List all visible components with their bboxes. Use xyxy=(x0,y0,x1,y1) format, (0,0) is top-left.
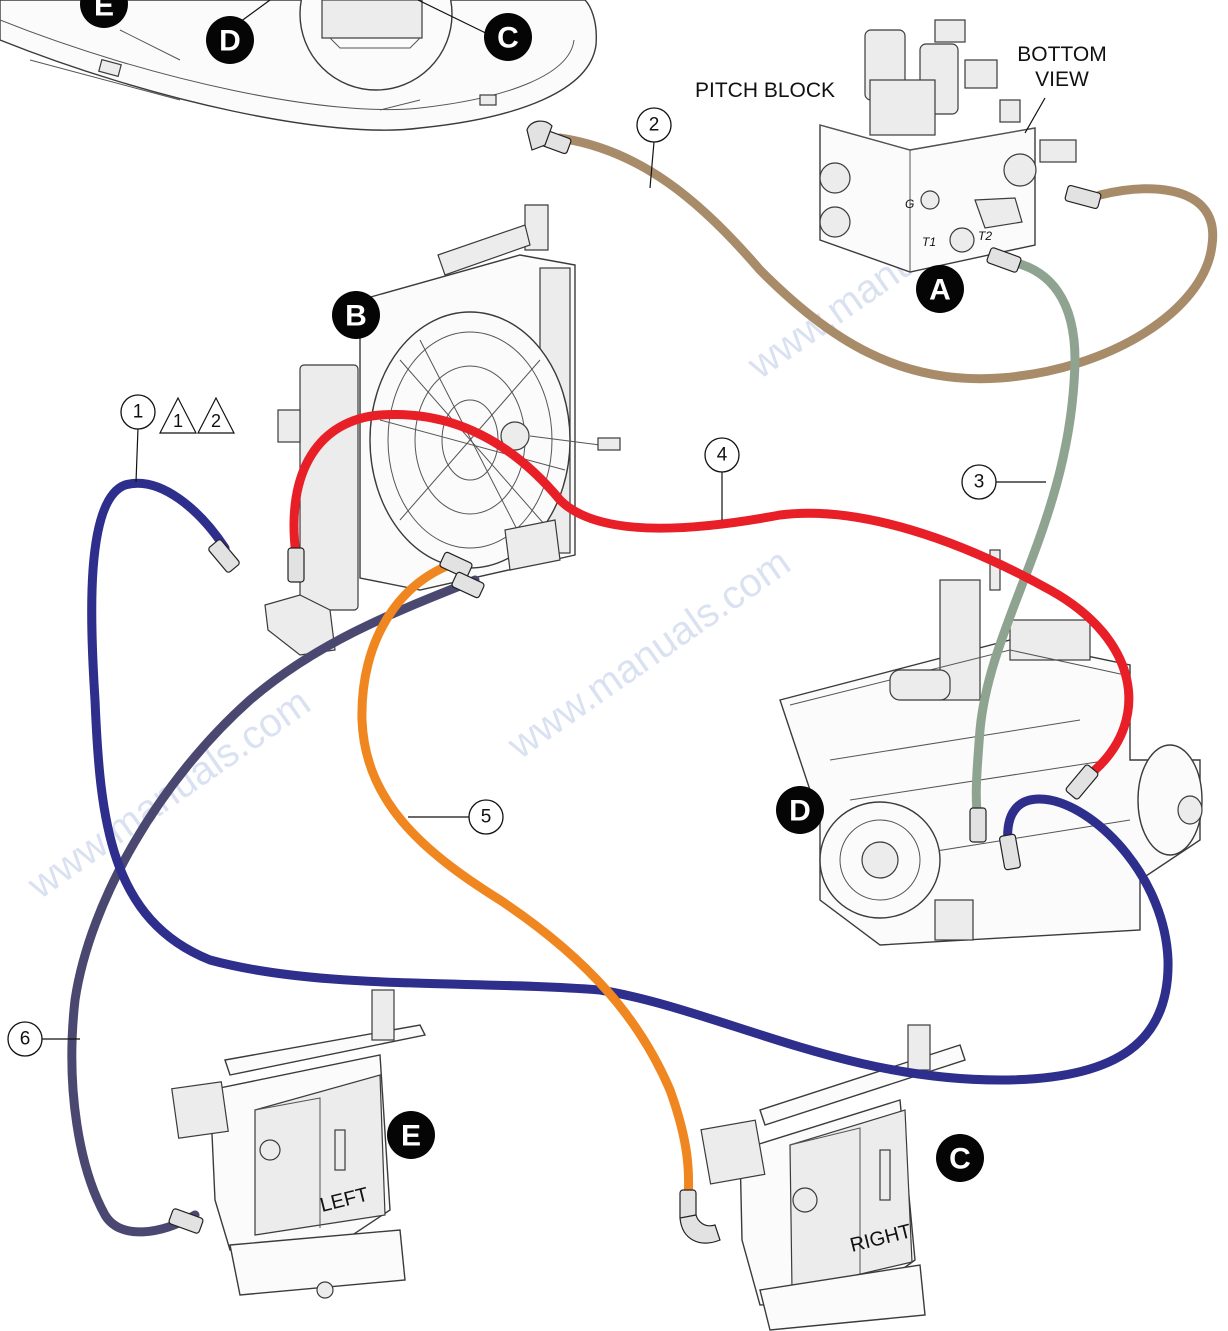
svg-text:1: 1 xyxy=(133,402,144,423)
svg-text:5: 5 xyxy=(481,807,492,828)
hose-fittings xyxy=(168,120,1102,1244)
component-marker-d: D xyxy=(776,786,824,834)
svg-text:2: 2 xyxy=(649,115,660,136)
view-note-line2: VIEW xyxy=(1035,68,1089,91)
overview-marker-c: C xyxy=(484,13,532,61)
svg-text:B: B xyxy=(345,300,367,333)
svg-text:6: 6 xyxy=(20,1029,31,1050)
svg-text:D: D xyxy=(789,795,811,828)
callout-hose-5: 5 xyxy=(408,799,504,835)
callout-hose-4: 4 xyxy=(704,437,740,520)
svg-text:E: E xyxy=(401,1120,421,1153)
pitch-block-label: PITCH BLOCK xyxy=(695,79,835,102)
svg-text:4: 4 xyxy=(717,445,728,466)
svg-text:1: 1 xyxy=(173,411,183,431)
note-triangle-2: 2 xyxy=(197,396,235,434)
component-marker-b: B xyxy=(332,291,380,339)
callout-hose-3: 3 xyxy=(961,464,1046,500)
callout-hose-2: 2 xyxy=(636,107,672,189)
svg-text:E: E xyxy=(94,0,114,23)
pitch-block: G T1 T2 xyxy=(819,19,1077,273)
port-label-g: G xyxy=(905,197,914,211)
port-label-t2: T2 xyxy=(978,229,992,243)
svg-text:C: C xyxy=(497,22,519,55)
note-triangle-1: 1 xyxy=(159,396,197,434)
right-actuator xyxy=(700,1024,966,1331)
svg-text:2: 2 xyxy=(211,411,221,431)
svg-text:C: C xyxy=(949,1143,971,1176)
view-note-line1: BOTTOM xyxy=(1017,43,1106,66)
callout-hose-6: 6 xyxy=(7,1021,80,1057)
machine-overview xyxy=(0,0,598,131)
hose-3 xyxy=(971,257,1080,825)
svg-text:D: D xyxy=(219,25,241,58)
left-actuator xyxy=(171,989,427,1299)
hose-6 xyxy=(67,575,480,1237)
pump-assembly xyxy=(779,549,1203,946)
hose-2 xyxy=(555,133,1218,384)
callout-hose-1: 1 xyxy=(120,394,156,483)
overview-marker-d: D xyxy=(206,16,254,64)
hose-5 xyxy=(357,557,694,1205)
overview-marker-e: E xyxy=(80,0,128,28)
svg-text:www.manuals.com: www.manuals.com xyxy=(499,540,798,768)
svg-text:A: A xyxy=(929,274,951,307)
hose-1 xyxy=(87,478,1173,1085)
svg-text:3: 3 xyxy=(974,472,985,493)
oil-cooler xyxy=(264,204,621,656)
port-label-t1: T1 xyxy=(922,235,936,249)
component-marker-e: E xyxy=(387,1111,435,1159)
hose-4 xyxy=(289,409,1134,775)
component-marker-c: C xyxy=(936,1134,984,1182)
component-marker-a: A xyxy=(916,265,964,313)
